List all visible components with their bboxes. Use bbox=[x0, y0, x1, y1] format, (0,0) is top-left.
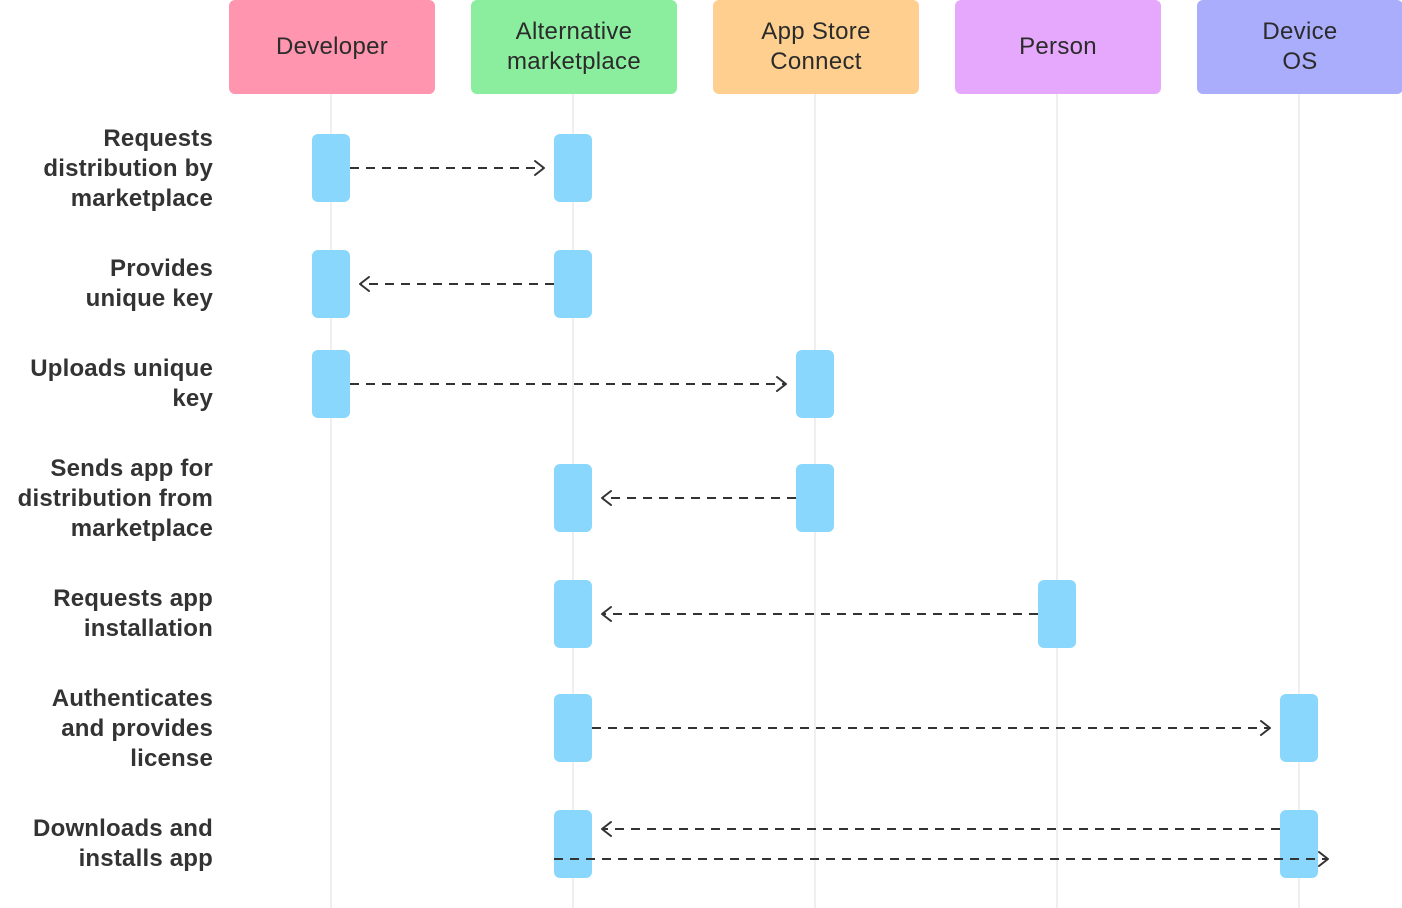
message-arrow-step-6 bbox=[592, 720, 1271, 736]
lifeline-developer bbox=[330, 94, 332, 908]
activation-marketplace-step-2 bbox=[554, 250, 592, 318]
participant-deviceos: Device OS bbox=[1197, 0, 1402, 94]
participant-person: Person bbox=[955, 0, 1161, 94]
participant-label: Developer bbox=[275, 33, 389, 60]
step-label-1: Requests distribution by marketplace bbox=[43, 125, 213, 212]
message-arrow-step-7 bbox=[601, 821, 1280, 837]
activation-appstore-step-4 bbox=[796, 464, 834, 532]
activation-developer-step-3 bbox=[312, 350, 350, 418]
participant-label: Alternative marketplace bbox=[506, 18, 642, 75]
participant-marketplace: Alternative marketplace bbox=[471, 0, 677, 94]
step-label-3: Uploads unique key bbox=[30, 355, 213, 412]
participant-label: Person bbox=[1019, 33, 1097, 60]
step-label-7: Downloads and installs app bbox=[33, 815, 213, 872]
message-arrow-step-3 bbox=[350, 376, 787, 392]
participant-label: Device OS bbox=[1262, 18, 1338, 75]
activation-marketplace-step-4 bbox=[554, 464, 592, 532]
message-arrow-step-5 bbox=[601, 606, 1038, 622]
step-label-4: Sends app for distribution from marketpl… bbox=[17, 455, 213, 542]
participant-developer: Developer bbox=[229, 0, 435, 94]
activation-marketplace-step-1 bbox=[554, 134, 592, 202]
activation-marketplace-step-5 bbox=[554, 580, 592, 648]
participant-appstore: App Store Connect bbox=[713, 0, 919, 94]
step-label-5: Requests app installation bbox=[53, 585, 213, 642]
message-arrow-step-1 bbox=[350, 160, 545, 176]
activation-appstore-step-3 bbox=[796, 350, 834, 418]
step-label-2: Provides unique key bbox=[85, 255, 213, 312]
lifeline-person bbox=[1056, 94, 1058, 908]
step-label-6: Authenticates and provides license bbox=[51, 685, 213, 772]
activation-deviceos-step-6 bbox=[1280, 694, 1318, 762]
activation-deviceos-step-7 bbox=[1280, 810, 1318, 878]
activation-person-step-5 bbox=[1038, 580, 1076, 648]
activation-developer-step-1 bbox=[312, 134, 350, 202]
participant-label: App Store Connect bbox=[761, 18, 871, 75]
activation-developer-step-2 bbox=[312, 250, 350, 318]
message-arrow-step-2 bbox=[359, 276, 554, 292]
lifeline-deviceos bbox=[1298, 94, 1300, 908]
activation-marketplace-step-7 bbox=[554, 810, 592, 878]
activation-marketplace-step-6 bbox=[554, 694, 592, 762]
return-arrow-step-7 bbox=[554, 851, 1329, 867]
message-arrow-step-4 bbox=[601, 490, 796, 506]
